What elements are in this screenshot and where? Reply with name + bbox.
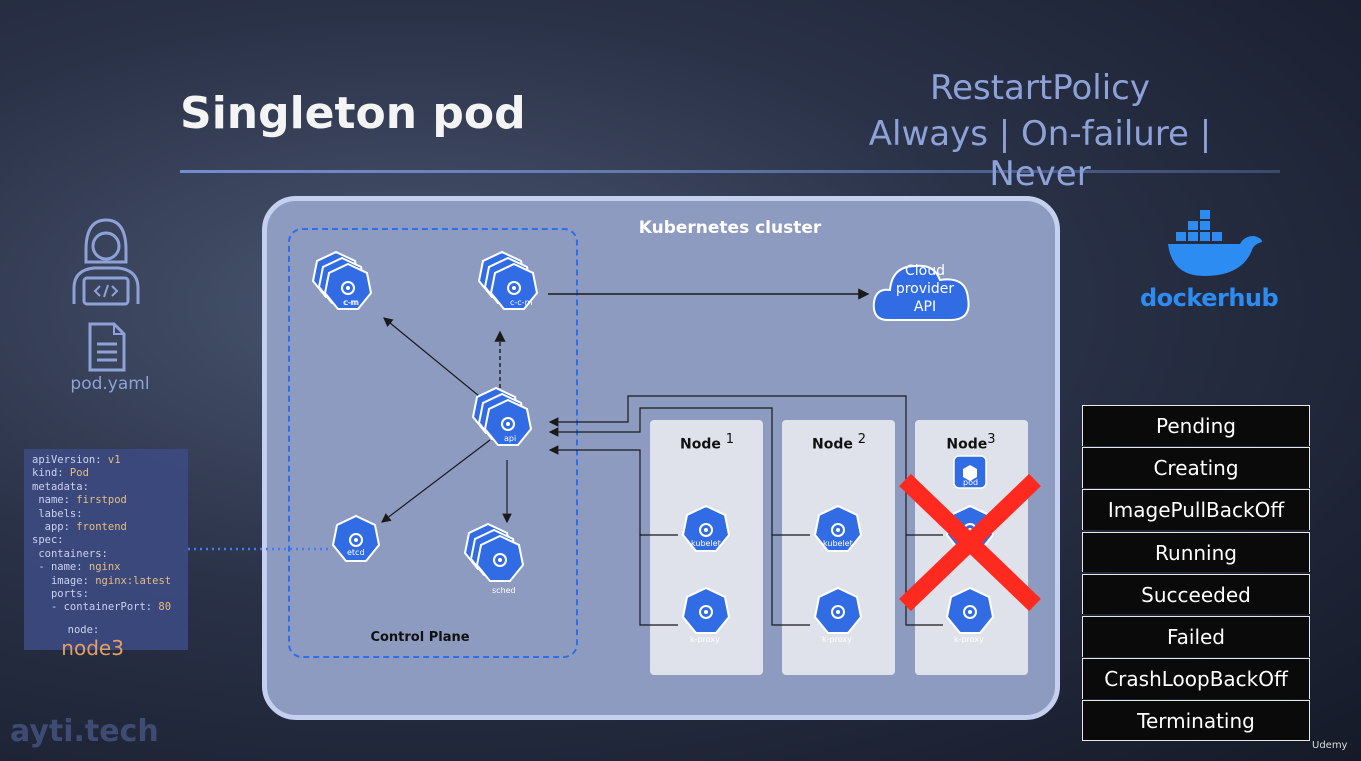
control-plane <box>288 228 578 658</box>
udemy-logo: Udemy <box>1312 740 1348 751</box>
pod-status-row: Failed <box>1082 615 1310 657</box>
pod-status-row: Terminating <box>1082 700 1310 741</box>
yaml-key: spec: <box>32 534 64 547</box>
yaml-key: containers: <box>32 547 108 560</box>
yaml-line: app: frontend <box>32 521 127 533</box>
controller-manager-icon: c-m <box>312 251 372 310</box>
sched-label: sched <box>492 586 516 595</box>
node3-kproxy-label: k-proxy <box>954 635 984 644</box>
node-1-label: Node 1 <box>679 432 734 453</box>
yaml-key: kind: <box>32 467 64 480</box>
yaml-node-line: node: node3 <box>36 612 124 672</box>
yaml-value: 80 <box>152 601 172 614</box>
node3-kproxy-icon <box>946 587 994 634</box>
pod-status-row: Creating <box>1082 447 1310 488</box>
node-2-label: Node 2 <box>811 432 866 453</box>
yaml-key: labels: <box>32 507 83 520</box>
restart-policy-title: RestartPolicy <box>929 68 1150 108</box>
scheduler-icon <box>464 523 524 582</box>
yaml-line: apiVersion: v1 <box>32 454 121 466</box>
yaml-value: firstpod <box>69 494 127 507</box>
node2-kproxy-icon <box>814 587 862 634</box>
cluster-label: Kubernetes cluster <box>638 218 822 238</box>
node-3-label: Node3 <box>946 432 996 453</box>
title-divider <box>180 170 1280 173</box>
cloud-provider-label: Cloud provider API <box>895 263 955 315</box>
node1-kubelet-label: kubelet <box>691 539 721 548</box>
yaml-key: name: <box>32 494 70 507</box>
slide-title: Singleton pod <box>180 88 526 139</box>
pod-status-row: CrashLoopBackOff <box>1082 658 1310 699</box>
node3-pod-icon <box>953 455 987 489</box>
yaml-line: - name: nginx <box>32 561 121 574</box>
yaml-key: - name: <box>32 561 83 574</box>
node-failure-cross-icon <box>899 473 1041 612</box>
api-label: api <box>504 434 516 443</box>
yaml-key: image: <box>32 574 89 587</box>
document-icon <box>88 322 126 372</box>
yaml-line: ports: <box>32 588 89 600</box>
yaml-key: - containerPort: <box>32 601 153 614</box>
watermark: ayti.tech <box>10 714 159 749</box>
yaml-line: labels: <box>32 507 83 520</box>
yaml-value: nginx <box>82 561 121 574</box>
yaml-value: v1 <box>101 454 121 466</box>
yaml-node-value: node3 <box>61 636 124 660</box>
cloud-icon <box>872 264 970 321</box>
restart-policy-options: Always | On-failure | Never <box>868 114 1212 194</box>
yaml-key: app: <box>32 521 70 533</box>
yaml-key: node: <box>61 624 100 636</box>
svg-text:c-m: c-m <box>343 298 358 307</box>
control-plane-label: Control Plane <box>370 630 470 645</box>
pod-status-row: Pending <box>1082 405 1310 446</box>
node2-kproxy-label: k-proxy <box>822 635 852 644</box>
yaml-line: kind: Pod <box>32 467 89 479</box>
node2-kubelet-label: kubelet <box>823 539 853 548</box>
yaml-value: nginx:latest <box>88 574 172 587</box>
etcd-label: etcd <box>347 548 365 557</box>
docker-hub-logo: dockerhub <box>1140 284 1279 312</box>
pod-status-row: Running <box>1082 531 1310 573</box>
yaml-line: image: nginx:latest <box>32 575 171 587</box>
ccm-label: c-c-m <box>510 298 533 307</box>
yaml-line: spec: <box>32 534 64 546</box>
yaml-line: name: firstpod <box>32 494 127 506</box>
docker-whale-icon <box>1168 210 1262 276</box>
api-server-icon <box>472 387 532 446</box>
developer-laptop-icon <box>72 218 140 306</box>
yaml-key: apiVersion: <box>32 454 102 466</box>
yaml-value: frontend <box>69 521 127 533</box>
node1-kproxy-icon <box>682 587 730 634</box>
cm-label: c-m <box>344 298 359 307</box>
node1-kproxy-label: k-proxy <box>690 635 720 644</box>
yaml-key: metadata: <box>32 480 89 493</box>
node3-pod-label: pod <box>963 478 978 487</box>
pod-status-row: ImagePullBackOff <box>1082 489 1310 530</box>
yaml-line: - containerPort: 80 <box>32 601 171 613</box>
yaml-line: containers: <box>32 548 108 560</box>
pod-status-row: Succeeded <box>1082 573 1310 615</box>
yaml-value: Pod <box>63 467 89 480</box>
yaml-key: ports: <box>32 588 89 600</box>
yaml-line: metadata: <box>32 481 89 493</box>
pod-yaml-label: pod.yaml <box>70 374 150 394</box>
